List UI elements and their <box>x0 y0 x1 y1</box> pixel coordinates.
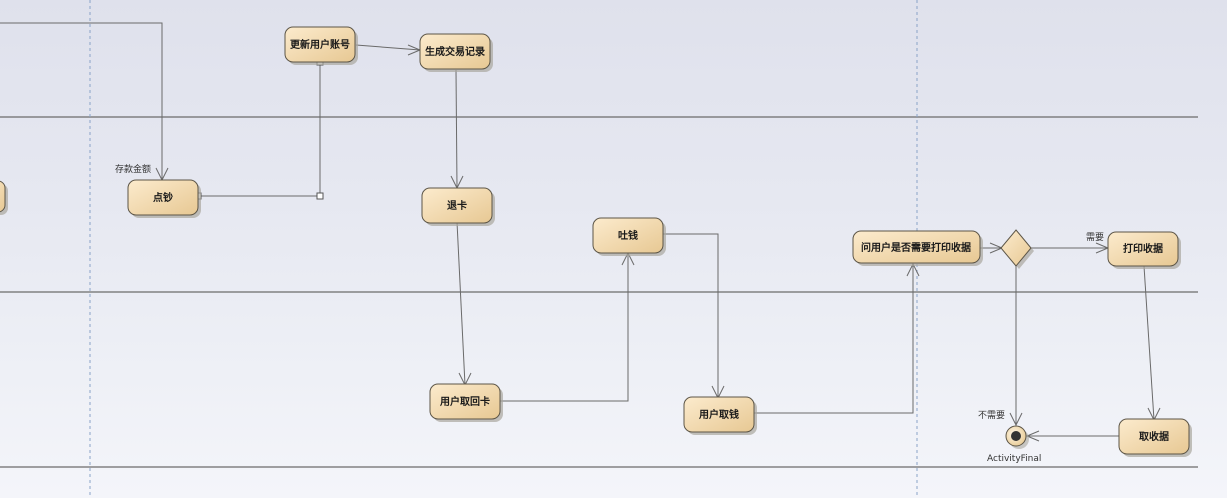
edge-print-to-take[interactable] <box>1143 265 1155 421</box>
action-label: 打印收据 <box>1123 242 1163 255</box>
edge-record-to-eject[interactable] <box>455 69 458 189</box>
action-label: 更新用户账号 <box>290 38 350 51</box>
action-take-card[interactable]: 用户取回卡 <box>429 383 503 422</box>
action-label: 点钞 <box>153 191 173 204</box>
action-ask-print[interactable]: 问用户是否需要打印收据 <box>852 230 983 266</box>
label-deposit-amount: 存款金额 <box>115 163 151 175</box>
action-label: 用户取钱 <box>698 408 739 421</box>
edge-eject-to-takecard[interactable] <box>456 221 466 386</box>
action-label: 取收据 <box>1139 430 1169 443</box>
action-take-cash[interactable]: 用户取钱 <box>683 396 757 435</box>
action-label: 问用户是否需要打印收据 <box>861 241 971 254</box>
label-no-need: 不需要 <box>978 410 1005 421</box>
edge-update-to-record[interactable] <box>355 44 421 51</box>
edge-deposit-to-count[interactable] <box>0 22 163 180</box>
edge-count-to-update[interactable] <box>198 62 321 197</box>
action-print-receipt[interactable]: 打印收据 <box>1107 231 1181 269</box>
action-label: 生成交易记录 <box>425 45 485 58</box>
action-dispense-cash[interactable]: 吐钱 <box>592 217 666 256</box>
arrowhead <box>1009 412 1023 427</box>
activity-final-node[interactable] <box>1005 425 1029 449</box>
action-update-account[interactable]: 更新用户账号 <box>284 26 358 65</box>
action-take-receipt[interactable]: 取收据 <box>1118 418 1192 457</box>
edge-dispense-to-takecash[interactable] <box>662 233 719 398</box>
pin-corner <box>316 192 324 200</box>
edge-takecard-to-dispense[interactable] <box>500 253 629 402</box>
action-label: 吐钱 <box>618 229 638 242</box>
action-label: 退卡 <box>447 199 467 212</box>
label-need: 需要 <box>1086 232 1104 243</box>
action-eject-card[interactable]: 退卡 <box>421 187 495 226</box>
action-create-record[interactable]: 生成交易记录 <box>419 33 493 72</box>
offscreen-node[interactable] <box>0 180 8 215</box>
action-count-cash[interactable]: 点钞 <box>127 179 201 218</box>
action-label: 用户取回卡 <box>439 395 490 408</box>
decision-node[interactable] <box>1000 229 1034 269</box>
edge-takecash-to-ask[interactable] <box>754 264 914 414</box>
label-activity-final: ActivityFinal <box>987 454 1041 464</box>
